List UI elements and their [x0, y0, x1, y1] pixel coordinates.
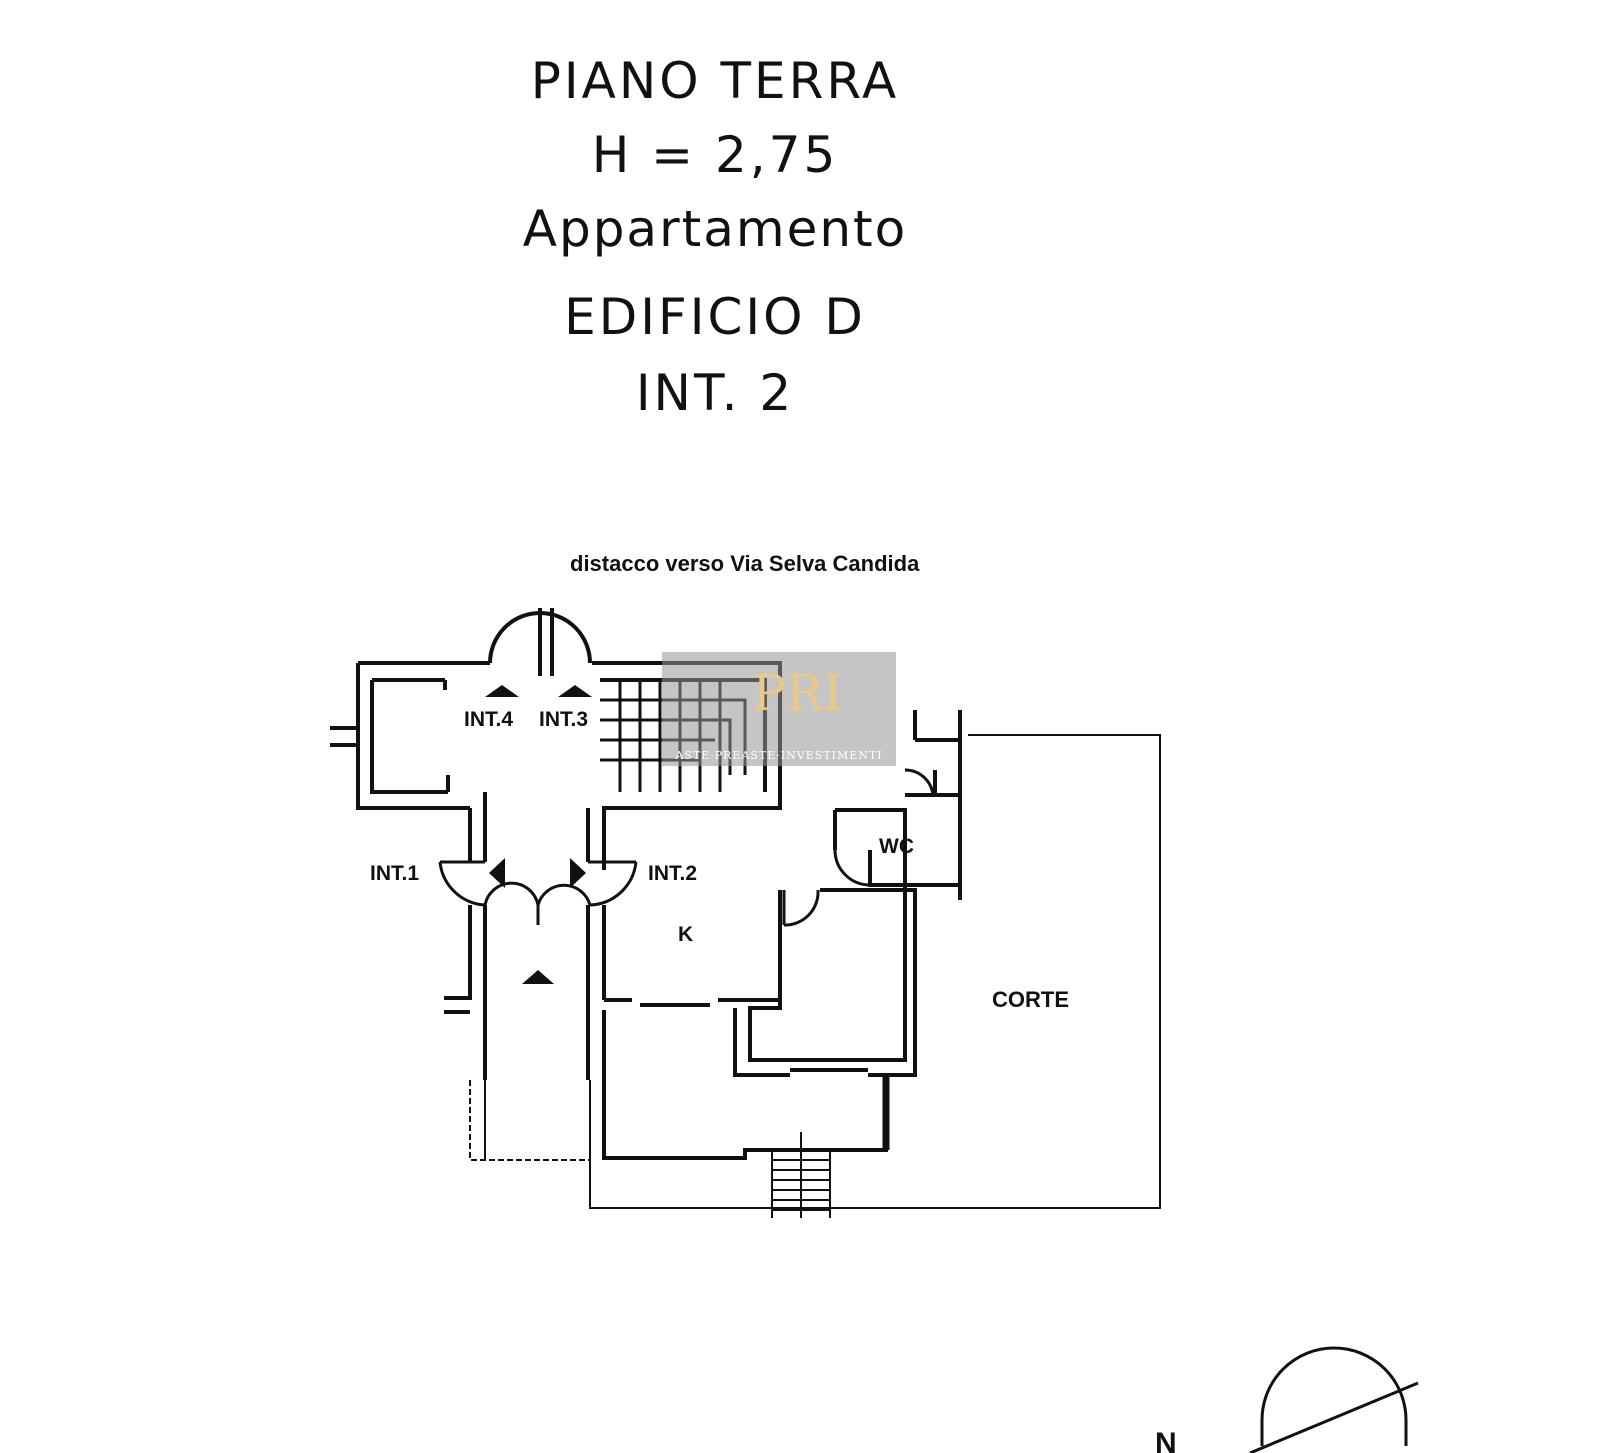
title-height: H = 2,75	[591, 126, 839, 184]
arrow-up-icon	[485, 685, 519, 697]
label-int2: INT.2	[648, 862, 697, 885]
label-court: CORTE	[992, 987, 1069, 1012]
direction-arrows	[485, 685, 592, 984]
title-building: EDIFICIO D	[564, 288, 866, 346]
title-interior: INT. 2	[635, 364, 795, 422]
label-wc: WC	[879, 835, 914, 858]
label-int3: INT.3	[539, 708, 588, 731]
watermark-logo: PRI	[752, 664, 844, 722]
arrow-up-icon	[558, 685, 592, 697]
title-unit-type: Appartamento	[522, 200, 908, 258]
label-kitchen: K	[678, 923, 693, 946]
watermark-text: ASTE·PREASTE·INVESTIMENTI	[675, 749, 883, 762]
label-north: N	[1155, 1427, 1177, 1453]
watermark: PRI ASTE·PREASTE·INVESTIMENTI	[662, 652, 896, 766]
arrow-up-icon	[522, 970, 554, 984]
arrow-right-icon	[570, 858, 586, 888]
street-label: distacco verso Via Selva Candida	[570, 551, 920, 576]
north-arrow-icon	[1249, 1346, 1419, 1453]
arrow-left-icon	[489, 858, 505, 888]
label-int4: INT.4	[464, 708, 513, 731]
title-floor: PIANO TERRA	[530, 52, 900, 110]
label-int1: INT.1	[370, 862, 419, 885]
